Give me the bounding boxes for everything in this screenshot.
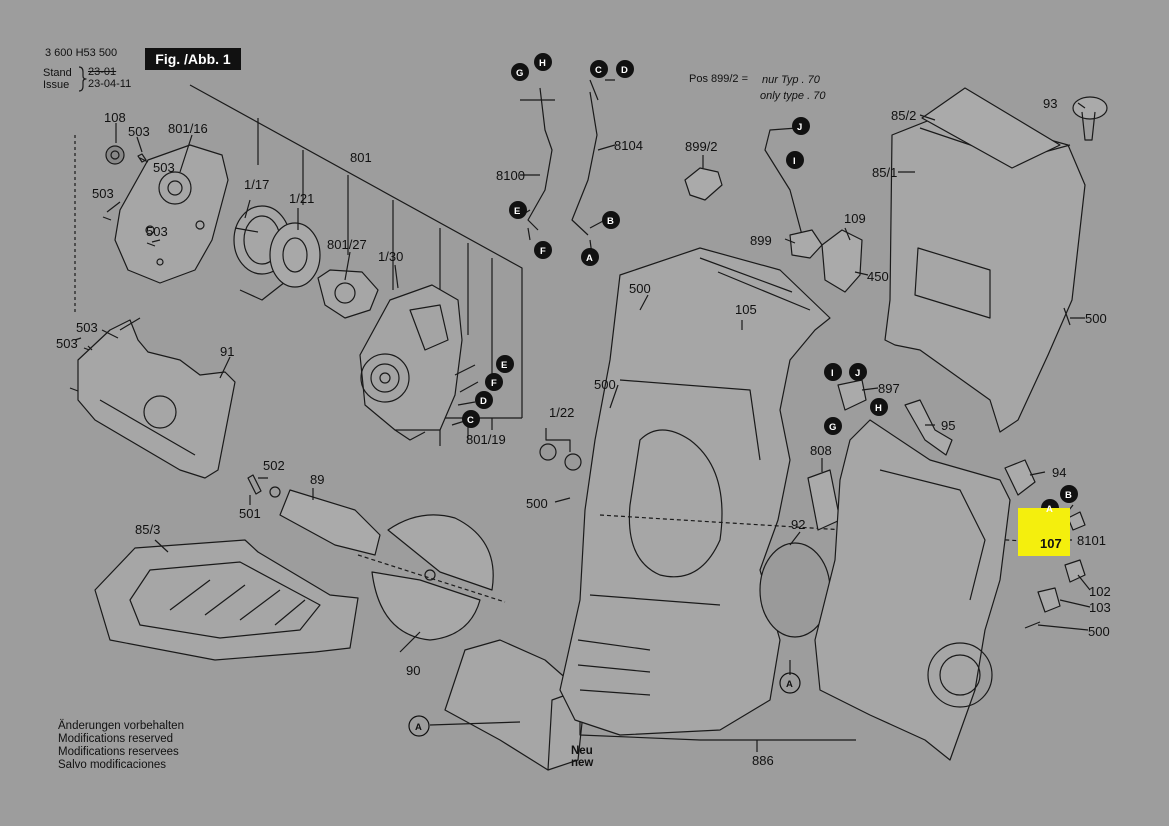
- issue-label: Issue: [43, 79, 70, 91]
- part-label: 1/21: [289, 191, 315, 206]
- part-label: 500: [594, 377, 616, 392]
- part-label: 85/1: [872, 165, 898, 180]
- part-label: 103: [1089, 600, 1111, 615]
- connector-badge: H: [875, 403, 882, 414]
- part-label: 808: [810, 443, 832, 458]
- footer-line-fr: Modifications reservees: [58, 746, 179, 758]
- part-label: 95: [941, 418, 956, 433]
- part-label: 91: [220, 344, 235, 359]
- part-label: 502: [263, 458, 285, 473]
- connector-badge: I: [831, 368, 834, 379]
- part-label: 8104: [614, 138, 643, 153]
- part-label: 89: [310, 472, 325, 487]
- note-position: Pos 899/2 =: [689, 73, 749, 85]
- part-label: 1/17: [244, 177, 270, 192]
- part-label: 886: [752, 753, 774, 768]
- connector-badge: J: [797, 122, 803, 133]
- part-label: 85/3: [135, 522, 161, 537]
- connector-badge: E: [501, 360, 508, 371]
- connector-badge: D: [480, 396, 487, 407]
- part-label: 102: [1089, 584, 1111, 599]
- part-label: 500: [1088, 624, 1110, 639]
- part-label: 899/2: [685, 139, 718, 154]
- footer-line-es: Salvo modificaciones: [58, 759, 167, 771]
- part-label: 450: [867, 269, 889, 284]
- connector-badge: J: [855, 368, 861, 379]
- connector-badge: F: [491, 378, 497, 389]
- issue-date: 23-04-11: [88, 78, 132, 90]
- neu-label: Neu: [571, 745, 593, 757]
- part-label: 94: [1052, 465, 1067, 480]
- connector-badge: B: [1065, 490, 1072, 501]
- part-label: 501: [239, 506, 261, 521]
- part-label: 801/19: [466, 432, 506, 447]
- connector-badge: D: [621, 65, 628, 76]
- connector-badge: I: [793, 156, 796, 167]
- part-label: 108: [104, 110, 126, 125]
- connector-badge: G: [829, 422, 837, 433]
- part-label: 85/2: [891, 108, 917, 123]
- connector-badge: E: [514, 206, 521, 217]
- connector-badge: G: [516, 68, 524, 79]
- part-label: 1/30: [378, 249, 404, 264]
- connector-badge-outline: A: [415, 722, 422, 733]
- part-label: 93: [1043, 96, 1058, 111]
- part-label: 90: [406, 663, 421, 678]
- connector-badge: A: [586, 253, 593, 264]
- footer-line-en: Modifications reserved: [58, 733, 174, 745]
- connector-badge: A: [1046, 504, 1053, 515]
- part-label: 503: [56, 336, 78, 351]
- part-label: 1/22: [549, 405, 575, 420]
- part-label: 503: [128, 124, 150, 139]
- connector-badge: H: [539, 58, 546, 69]
- part-label: 801/16: [168, 121, 208, 136]
- note-en: only type . 70: [760, 90, 826, 102]
- part-label: 801: [350, 150, 372, 165]
- connector-badge-outline: A: [786, 679, 793, 690]
- new-label: new: [571, 757, 594, 769]
- highlight-part-107: [1018, 508, 1070, 556]
- footer-line-de: Änderungen vorbehalten: [58, 720, 184, 732]
- part-label: 500: [526, 496, 548, 511]
- part-label: 503: [76, 320, 98, 335]
- part-label: 105: [735, 302, 757, 317]
- part-label: 8101: [1077, 533, 1106, 548]
- part-label: 503: [146, 224, 168, 239]
- part-label-highlighted: 107: [1040, 536, 1062, 551]
- part-label: 897: [878, 381, 900, 396]
- part-label: 899: [750, 233, 772, 248]
- figure-tag: Fig. /Abb. 1: [145, 48, 241, 70]
- part-label: 8100: [496, 168, 525, 183]
- part-label: 801/27: [327, 237, 367, 252]
- connector-badge: F: [540, 246, 546, 257]
- part-label: 503: [153, 160, 175, 175]
- stand-date: 23-01: [88, 66, 117, 78]
- connector-badge: C: [595, 65, 602, 76]
- note-de: nur Typ . 70: [762, 74, 820, 86]
- part-label: 109: [844, 211, 866, 226]
- connector-badge: B: [607, 216, 614, 227]
- part-label: 503: [92, 186, 114, 201]
- stand-label: Stand: [43, 67, 72, 79]
- part-label: 92: [791, 517, 806, 532]
- part-label: 500: [1085, 311, 1107, 326]
- part-label: 500: [629, 281, 651, 296]
- document-number: 3 600 H53 500: [45, 47, 118, 59]
- connector-badge: C: [467, 415, 474, 426]
